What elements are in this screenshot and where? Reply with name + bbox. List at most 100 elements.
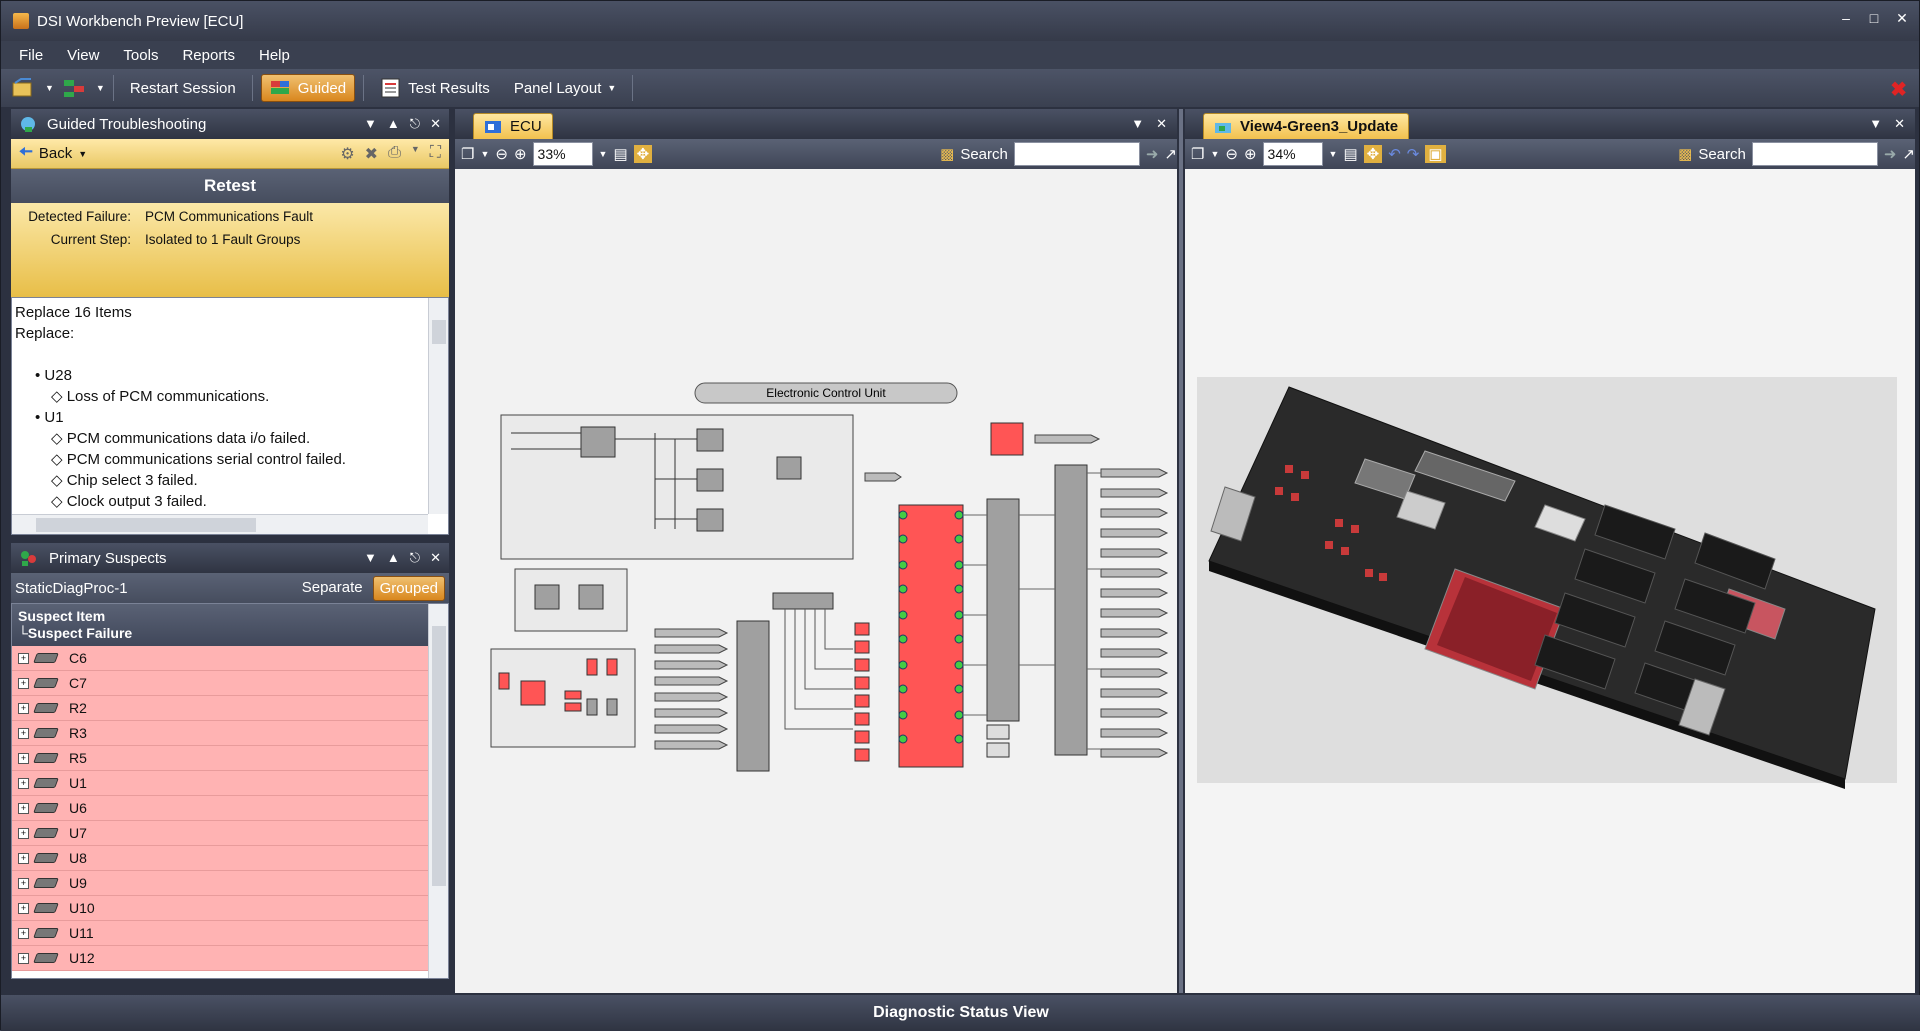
fit-page-icon[interactable]: ✥ bbox=[633, 145, 653, 163]
expand-icon[interactable]: + bbox=[18, 827, 29, 839]
close-icon[interactable]: ✕ bbox=[430, 116, 441, 131]
diagnostic-status-bar[interactable]: Diagnostic Status View bbox=[1, 995, 1920, 1031]
close-session-icon[interactable]: ✖ bbox=[1890, 79, 1907, 101]
tools-icon[interactable]: ✖ bbox=[364, 145, 379, 163]
expand-icon[interactable]: + bbox=[18, 877, 29, 889]
separate-toggle[interactable]: Separate bbox=[301, 578, 363, 596]
zoom-input[interactable]: 33% bbox=[532, 142, 593, 166]
fit-width-icon[interactable]: ▤ bbox=[1343, 146, 1358, 163]
rotate-right-icon[interactable]: ↷ bbox=[1406, 146, 1420, 163]
open-session-icon[interactable] bbox=[11, 76, 37, 100]
expand-icon[interactable]: + bbox=[18, 777, 29, 789]
close-icon[interactable]: ✕ bbox=[1896, 10, 1908, 26]
expand-icon[interactable]: + bbox=[18, 652, 29, 664]
menu-help[interactable]: Help bbox=[258, 46, 290, 64]
instructions-text[interactable]: Replace 16 Items Replace: • U28 ◇ Loss o… bbox=[11, 297, 449, 535]
close-icon[interactable]: ✕ bbox=[1156, 116, 1167, 131]
search-go-icon[interactable]: ➜ bbox=[1145, 146, 1159, 163]
popout-icon[interactable]: ↗ bbox=[1164, 146, 1177, 163]
zoom-in-icon[interactable]: ⊕ bbox=[513, 146, 527, 163]
vertical-scrollbar[interactable] bbox=[428, 604, 448, 978]
layout-blocks-icon[interactable] bbox=[62, 76, 88, 100]
expand-icon[interactable]: + bbox=[18, 752, 29, 764]
close-icon[interactable]: ✕ bbox=[1894, 116, 1905, 131]
zoom-out-icon[interactable]: ⊖ bbox=[495, 146, 508, 163]
suspect-row[interactable]: +U1 bbox=[12, 771, 428, 796]
expand-icon[interactable]: + bbox=[18, 702, 29, 714]
panel-menu-icon[interactable]: ▼ bbox=[1131, 116, 1145, 131]
minimize-icon[interactable]: – bbox=[1842, 10, 1850, 26]
expand-icon[interactable]: + bbox=[18, 852, 29, 864]
suspect-row[interactable]: +C7 bbox=[12, 671, 428, 696]
close-icon[interactable]: ✕ bbox=[430, 550, 441, 565]
zoom-out-icon[interactable]: ⊖ bbox=[1225, 146, 1238, 163]
panel-menu-icon[interactable]: ▼ bbox=[364, 116, 377, 131]
tab-board-3d[interactable]: View4-Green3_Update bbox=[1203, 113, 1410, 139]
suspect-row[interactable]: +U8 bbox=[12, 846, 428, 871]
rotate-left-icon[interactable]: ↶ bbox=[1388, 146, 1401, 163]
panel-layout-button[interactable]: Panel Layout ▼ bbox=[506, 76, 625, 101]
suspect-row[interactable]: +U10 bbox=[12, 896, 428, 921]
expand-icon[interactable]: + bbox=[18, 727, 29, 739]
view-splitter[interactable] bbox=[1179, 109, 1183, 993]
horizontal-scrollbar[interactable] bbox=[12, 514, 428, 534]
settings-icon[interactable]: ⚙ bbox=[340, 145, 355, 163]
chevron-down-icon[interactable]: ▼ bbox=[1328, 149, 1338, 159]
panel-menu-icon[interactable]: ▼ bbox=[1869, 116, 1883, 131]
copy-icon[interactable]: ❐ bbox=[461, 146, 475, 163]
expand-icon[interactable]: + bbox=[18, 802, 29, 814]
grouped-toggle[interactable]: Grouped bbox=[372, 575, 445, 601]
expand-icon[interactable]: + bbox=[18, 902, 29, 914]
chevron-down-icon[interactable]: ▼ bbox=[480, 149, 490, 159]
menu-file[interactable]: File bbox=[19, 46, 44, 64]
fit-page-icon[interactable]: ✥ bbox=[1363, 145, 1383, 163]
popout-icon[interactable]: ↗ bbox=[1902, 146, 1915, 163]
expand-icon[interactable]: + bbox=[18, 927, 29, 939]
suspect-row[interactable]: +U6 bbox=[12, 796, 428, 821]
panel-collapse-icon[interactable]: ▲ bbox=[386, 550, 400, 565]
suspect-row[interactable]: +R2 bbox=[12, 696, 428, 721]
vertical-scrollbar[interactable] bbox=[428, 298, 448, 514]
suspect-row[interactable]: +R3 bbox=[12, 721, 428, 746]
copy-icon[interactable]: ❐ bbox=[1191, 146, 1205, 163]
fit-width-icon[interactable]: ▤ bbox=[613, 146, 628, 163]
expand-icon[interactable]: + bbox=[18, 677, 29, 689]
menu-reports[interactable]: Reports bbox=[182, 46, 235, 64]
tab-ecu[interactable]: ECU bbox=[473, 113, 553, 139]
chevron-down-icon[interactable]: ▼ bbox=[78, 148, 88, 159]
test-results-button[interactable]: Test Results bbox=[372, 74, 498, 102]
back-button[interactable]: Back bbox=[38, 145, 73, 162]
suspect-row[interactable]: +C6 bbox=[12, 646, 428, 671]
search-go-icon[interactable]: ➜ bbox=[1883, 146, 1897, 163]
search-input[interactable] bbox=[1751, 142, 1878, 166]
board-3d-canvas[interactable] bbox=[1185, 169, 1915, 993]
chevron-down-icon[interactable]: ▼ bbox=[95, 83, 105, 93]
chevron-down-icon[interactable]: ▼ bbox=[598, 149, 608, 159]
panel-collapse-icon[interactable]: ▲ bbox=[386, 116, 400, 131]
menu-view[interactable]: View bbox=[67, 46, 100, 64]
back-arrow-icon[interactable]: 🠤 bbox=[19, 142, 33, 161]
zoom-input[interactable]: 34% bbox=[1262, 142, 1323, 166]
chevron-down-icon[interactable]: ▼ bbox=[410, 143, 420, 154]
chevron-down-icon[interactable]: ▼ bbox=[1210, 149, 1220, 159]
expand-icon[interactable]: + bbox=[18, 952, 29, 964]
restart-session-button[interactable]: Restart Session bbox=[129, 79, 236, 97]
snapshot-icon[interactable]: ▣ bbox=[1425, 145, 1446, 163]
guided-button[interactable]: Guided bbox=[260, 74, 356, 102]
suspect-row[interactable]: +U11 bbox=[12, 921, 428, 946]
suspect-row[interactable]: +U12 bbox=[12, 946, 428, 971]
schematic-canvas[interactable]: Electronic Control Unit bbox=[455, 169, 1177, 993]
zoom-in-icon[interactable]: ⊕ bbox=[1243, 146, 1257, 163]
menu-tools[interactable]: Tools bbox=[123, 46, 159, 64]
suspect-list-header[interactable]: Suspect Item └Suspect Failure bbox=[12, 604, 448, 646]
print-icon[interactable]: ⎙ bbox=[388, 143, 401, 161]
suspect-row[interactable]: +U7 bbox=[12, 821, 428, 846]
suspect-row[interactable]: +R5 bbox=[12, 746, 428, 771]
suspect-row[interactable]: +U9 bbox=[12, 871, 428, 896]
fullscreen-icon[interactable]: ⛶ bbox=[429, 143, 441, 161]
panel-menu-icon[interactable]: ▼ bbox=[364, 550, 377, 565]
search-input[interactable] bbox=[1013, 142, 1140, 166]
chevron-down-icon[interactable]: ▼ bbox=[45, 83, 54, 93]
pin-icon[interactable]: ⎋ bbox=[409, 550, 421, 565]
maximize-icon[interactable]: □ bbox=[1869, 10, 1879, 26]
